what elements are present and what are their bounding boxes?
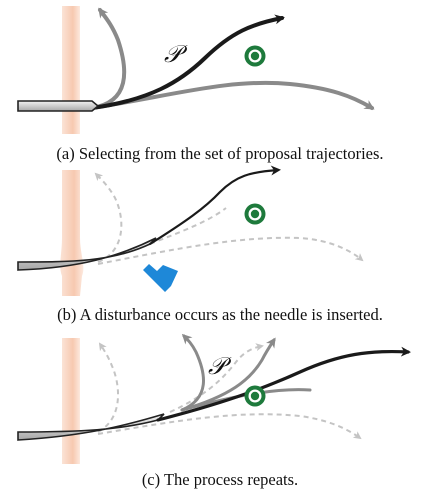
target-icon [244,45,266,67]
inserted-needle-shaft [17,413,165,441]
tissue-boundary-deformed [60,170,84,296]
needle [17,100,100,112]
previous-proposal-lower [97,236,364,265]
caption-panel-c: (c) The process repeats. [141,470,299,489]
target-icon [244,385,266,407]
selected-trajectory [156,346,411,422]
proposal-set-label: 𝒫 [164,40,182,68]
tissue-boundary [62,338,80,464]
deflected-needle-shaft [17,237,157,271]
panel-a [17,6,375,134]
caption-panel-a: (a) Selecting from the set of proposal t… [56,144,384,163]
tissue-boundary [62,6,80,134]
disturbance-arrow-icon [143,264,178,292]
panel-b [17,165,364,296]
proposal-trajectory-upward [90,7,127,110]
previous-proposal-upward [97,342,120,433]
previous-proposal-middle [169,343,264,413]
previous-proposal-lower [97,413,362,440]
selected-trajectory [90,14,285,110]
new-proposal-middle [180,337,276,412]
panel-c [17,333,411,464]
new-proposal-upward [180,333,205,412]
previous-selected-trajectory [149,207,227,245]
previous-proposal-upward [94,172,123,263]
current-trajectory [148,165,281,246]
proposal-set-label: 𝒫 [208,352,226,380]
target-icon [244,203,266,225]
proposal-trajectory-lower [90,80,375,110]
caption-panel-b: (b) A disturbance occurs as the needle i… [57,305,383,324]
